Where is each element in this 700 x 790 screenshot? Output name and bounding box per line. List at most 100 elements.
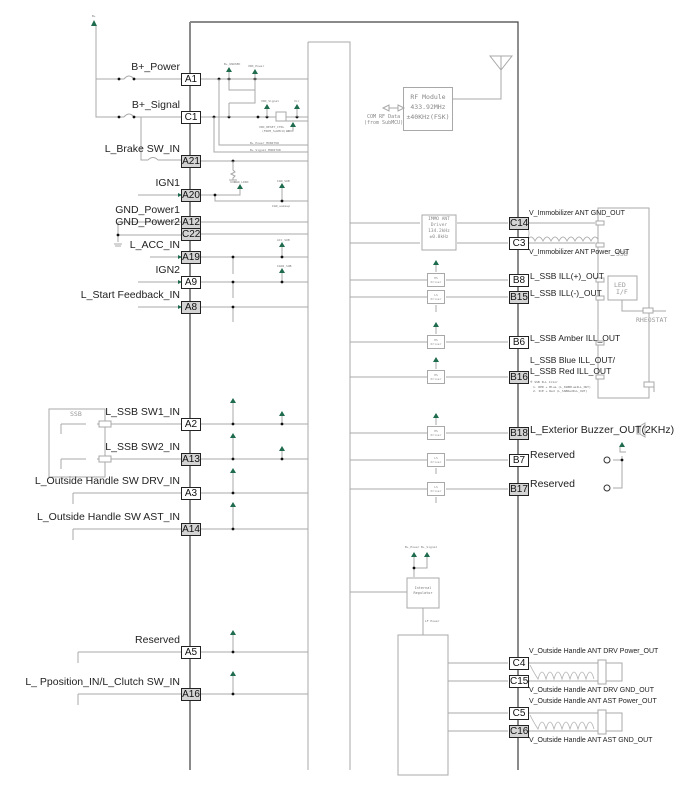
pin-label-a5: Reserved [135, 634, 180, 646]
pin-c4[interactable]: C4 [509, 657, 529, 670]
driver-word: Driver [430, 489, 442, 493]
pin-a9[interactable]: A9 [181, 276, 201, 289]
net-gnd [114, 221, 308, 247]
pin-a13[interactable]: A13 [181, 453, 201, 466]
pin-a20[interactable]: A20 [181, 189, 201, 202]
pin-a14[interactable]: A14 [181, 523, 201, 536]
pin-label-b7: Reserved [530, 449, 575, 461]
pin-a8[interactable]: A8 [181, 301, 201, 314]
pin-b17[interactable]: B17 [509, 483, 529, 496]
regulator-network: B+_Power B+_Signal LF Power [350, 545, 508, 776]
driver-type: HS [434, 338, 438, 342]
top-b-plus-feed: B+ [91, 14, 120, 118]
fuse-icon [123, 75, 135, 80]
pin-a16[interactable]: A16 [181, 688, 201, 701]
pin-b8[interactable]: B8 [509, 274, 529, 287]
driver-word: Driver [430, 377, 442, 381]
pin-b7[interactable]: B7 [509, 454, 529, 467]
pin-label-a1: B+_Power [131, 61, 180, 73]
pin-label-c3: V_Immobilizer ANT Power_OUT [529, 249, 630, 256]
pin-c1[interactable]: C1 [181, 111, 201, 124]
svg-text:LF Power: LF Power [425, 619, 440, 623]
net-b-signal: VDD_Signal Vcc VDD_RESET_CTRL (FROM_SubM… [117, 99, 308, 161]
pin-label-a2: L_SSB SW1_IN [105, 406, 180, 418]
pin-label-b16: L_SSB Blue ILL_OUT/ [530, 355, 616, 365]
pin-b6[interactable]: B6 [509, 336, 529, 349]
pin-label-c1: B+_Signal [131, 99, 180, 111]
pin-a3[interactable]: A3 [181, 487, 201, 500]
svg-text:LED: LED [614, 281, 626, 289]
ssb-color-note: ※ SSB ILL Color 1. RED + Blue (L_SSBBlue… [530, 380, 591, 394]
svg-text:x3: x3 [286, 129, 290, 133]
rf-module-frequency: 433.92MHz [410, 103, 446, 111]
svg-text:B+_Signal_MONITOR: B+_Signal_MONITOR [250, 148, 281, 152]
rf-module-title: RF Module [410, 93, 446, 101]
driver-word: Driver [430, 342, 442, 346]
pin-c3[interactable]: C3 [509, 237, 529, 250]
pin-label-a19: L_ACC_IN [129, 239, 180, 251]
ssb-block: SSB LED I/F RHEOSTAT [595, 207, 667, 399]
pin-label-b8: L_SSB ILL(+)_OUT [530, 271, 604, 281]
pin-c15[interactable]: C15 [509, 675, 529, 688]
pin-a19[interactable]: A19 [181, 251, 201, 264]
lower-left-nets [72, 398, 308, 705]
pin-label-a13: L_SSB SW2_IN [105, 441, 180, 453]
pin-c16[interactable]: C16 [509, 725, 529, 738]
pin-b18[interactable]: B18 [509, 427, 529, 440]
pin-label-a14: L_Outside Handle SW AST_IN [37, 511, 180, 523]
regulator-label: Internal Regulator [407, 586, 439, 596]
pin-a5[interactable]: A5 [181, 646, 201, 659]
pin-a2[interactable]: A2 [181, 418, 201, 431]
pin-label-b15: L_SSB ILL(-)_OUT [530, 288, 602, 298]
driver-word: Driver [430, 280, 442, 284]
pin-c22[interactable]: C22 [181, 228, 201, 241]
svg-text:B+_Power_MONITOR: B+_Power_MONITOR [250, 141, 279, 145]
driver-word: Driver [430, 433, 442, 437]
pin-a21[interactable]: A21 [181, 155, 201, 168]
driver-type: HS [434, 276, 438, 280]
driver-word: Driver [430, 297, 442, 301]
svg-text:RHEOSTAT: RHEOSTAT [636, 316, 667, 324]
right-internal [350, 214, 508, 503]
immo-driver-label: IMMO ANT Driver 134.2kHz ±0.8kHz [422, 217, 456, 241]
immo-driver-block [421, 214, 457, 251]
rf-data-label-line1: COM RF Data [367, 114, 401, 120]
net-acc: ACC_SUB [150, 238, 308, 274]
net-b-power: B+_UNUSED VDD_Power [117, 62, 308, 146]
pin-c5[interactable]: C5 [509, 707, 529, 720]
rf-data-label: COM RF Data (from SubMCU) [364, 114, 403, 126]
pin-label-b17: Reserved [530, 478, 575, 490]
pin-a1[interactable]: A1 [181, 73, 201, 86]
net-ign1: IGN_LDRO IGN_SUB IGN_wakeup [138, 179, 308, 208]
driver-type: LS [434, 293, 438, 297]
ssb-note-line2: 1. RED + Blue (L_SSBBlueILL_OUT) [533, 384, 591, 389]
net-brake [200, 159, 308, 183]
rf-module-deviation: ±40KHz(FSK) [406, 113, 450, 121]
pin-label-a20: IGN1 [155, 177, 180, 189]
pin-label-a12: GND_Power1 [115, 204, 180, 216]
net-ign2: IGN2_SUB [138, 264, 308, 298]
pin-label-c14: V_Immobilizer ANT GND_OUT [529, 210, 625, 217]
pin-c14[interactable]: C14 [509, 217, 529, 230]
svg-text:B+_Power: B+_Power [405, 545, 420, 549]
pin-label-a16: L_ Pposition_IN/L_Clutch SW_IN [25, 676, 180, 688]
driver-type: HS [434, 429, 438, 433]
pin-label-c16: V_Outside Handle ANT AST GND_OUT [529, 737, 653, 744]
regulator-line2: Regulator [413, 591, 433, 595]
pin-label-c5: V_Outside Handle ANT AST Power_OUT [529, 698, 657, 705]
driver-type: HS [434, 373, 438, 377]
regulator-line1: Internal [414, 586, 432, 590]
rf-data-label-line2: (from SubMCU) [364, 120, 404, 126]
svg-text:IGN_LDRO: IGN_LDRO [234, 180, 249, 184]
pin-b16[interactable]: B16 [509, 371, 529, 384]
svg-text:IGN_wakeup: IGN_wakeup [272, 204, 290, 208]
pin-b15[interactable]: B15 [509, 291, 529, 304]
ssb-switch-block: SSB [48, 408, 182, 478]
pin-label-b6: L_SSB Amber ILL_OUT [530, 333, 621, 343]
